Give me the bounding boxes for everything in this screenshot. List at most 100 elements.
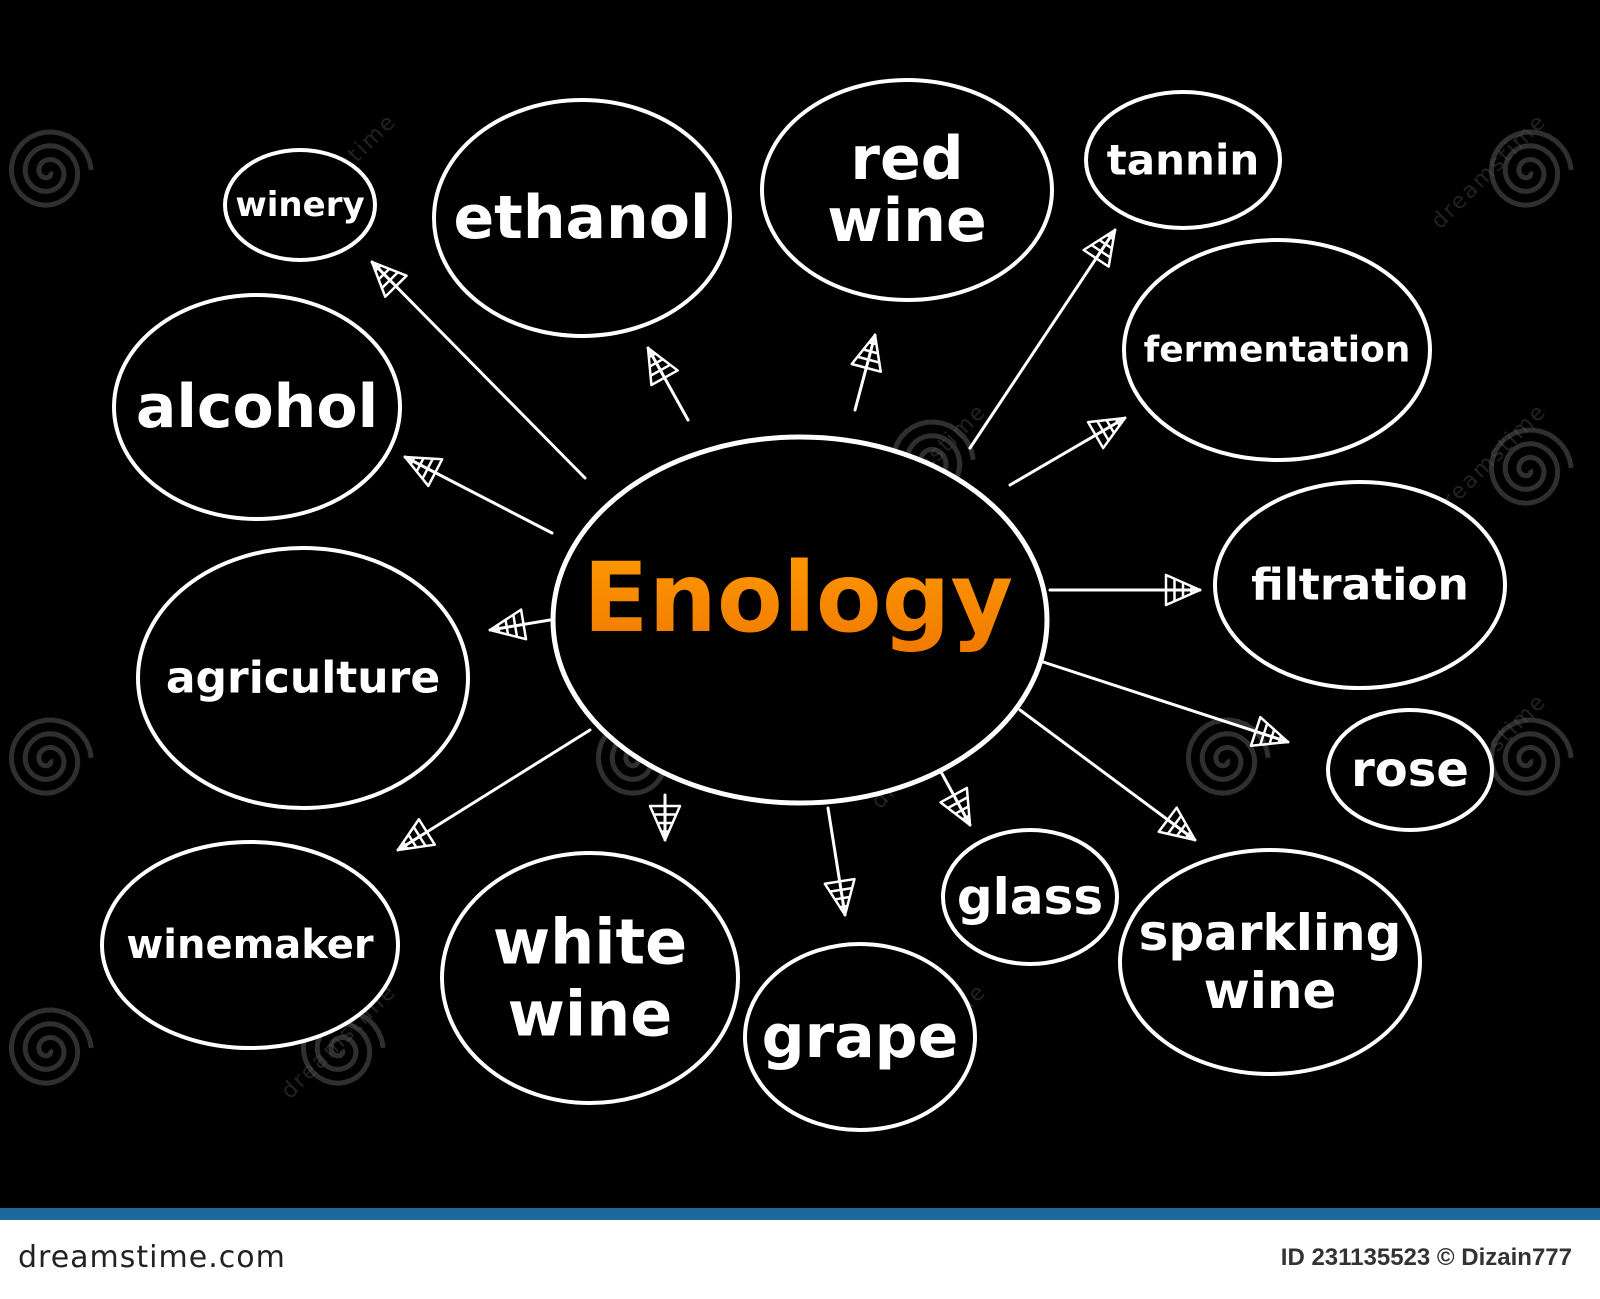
arrow-hatch — [1259, 722, 1269, 746]
node-label: rose — [1351, 742, 1469, 798]
node-label: grape — [762, 1002, 959, 1072]
footer-brand[interactable]: dreamstime.com — [18, 1240, 286, 1275]
node-label: winery — [235, 185, 364, 225]
arrow-hatch — [1277, 735, 1283, 744]
connector-winery — [370, 260, 587, 480]
node-ellipse — [440, 851, 740, 1105]
node-label: winemaker — [126, 922, 374, 968]
node-ellipse — [1326, 708, 1494, 832]
node-alcohol: alcohol — [112, 293, 402, 521]
arrow-hatch — [1175, 823, 1187, 837]
arrow-hatch — [496, 624, 501, 633]
arrow-hatch — [947, 796, 969, 810]
connector-fermentation — [1008, 416, 1127, 487]
node-rose: rose — [1326, 708, 1494, 832]
connector-alcohol — [403, 455, 554, 535]
arrow-hatch — [512, 614, 519, 638]
arrow-hatch — [1114, 418, 1121, 427]
arrow-hatch — [421, 458, 434, 480]
arrow-hatch — [1105, 419, 1116, 434]
arrow-hatch — [415, 457, 425, 473]
arrow-hatch — [377, 267, 391, 281]
node-tannin: tannin — [1084, 90, 1282, 230]
arrow-hatch — [962, 814, 970, 821]
arrow-hatch — [1098, 238, 1113, 250]
node-ellipse — [743, 942, 977, 1132]
watermark-spiral-icon — [8, 717, 94, 796]
node-label: wine — [827, 186, 986, 256]
node-ellipse — [1122, 238, 1432, 462]
watermark-spiral-icon — [8, 129, 94, 208]
connector-rose — [1035, 658, 1290, 744]
arrow-hatch — [649, 363, 671, 377]
node-label: white — [493, 906, 687, 979]
arrow-hatch — [402, 841, 409, 850]
connector-red-wine — [853, 333, 877, 412]
node-label: filtration — [1251, 560, 1469, 611]
connector-agriculture — [488, 618, 552, 632]
node-ellipse — [760, 78, 1054, 302]
arrow-hatch — [857, 355, 880, 364]
node-ellipse — [136, 546, 470, 810]
arrow-hatch — [1268, 729, 1276, 745]
arrow-hatch — [374, 264, 382, 272]
edges-layer — [370, 228, 1290, 917]
arrow-hatch — [504, 619, 510, 635]
node-ellipse — [941, 828, 1119, 966]
center-node: Enology — [550, 434, 1050, 806]
node-label: wine — [1204, 962, 1337, 1020]
watermark-spiral-icon — [1488, 129, 1574, 208]
node-ellipse — [100, 840, 400, 1050]
node-fermentation: fermentation — [1122, 238, 1432, 462]
watermark-spiral-icon — [8, 1007, 94, 1086]
arrow-hatch — [1106, 233, 1115, 241]
node-label: red — [850, 124, 963, 194]
node-ellipse — [112, 293, 402, 521]
node-ellipse — [1084, 90, 1282, 230]
mind-map-canvas: dreamstimedreamstimedreamstimedreamstime… — [8, 78, 1574, 1132]
node-agriculture: agriculture — [136, 546, 470, 810]
connector-glass — [938, 768, 972, 827]
watermark-spiral-icon — [595, 717, 681, 796]
center-ellipse — [550, 434, 1050, 806]
arrow-hatch — [1184, 831, 1192, 839]
node-ellipse — [1213, 480, 1507, 690]
node-filtration: filtration — [1213, 480, 1507, 690]
connector-ethanol — [646, 346, 690, 422]
mind-map-svg: dreamstimedreamstimedreamstimedreamstime… — [8, 78, 1574, 1132]
arrow-hatch — [381, 271, 399, 289]
watermark-spiral-icon — [1488, 427, 1574, 506]
arrow-hatch — [829, 886, 853, 893]
node-label: sparkling — [1139, 904, 1402, 962]
connector-sparkling-wine — [1018, 708, 1197, 842]
node-label: agriculture — [166, 653, 440, 704]
node-ellipse — [223, 148, 377, 262]
node-glass: glass — [941, 828, 1119, 966]
arrow-hatch — [412, 826, 427, 847]
node-winemaker: winemaker — [100, 840, 400, 1050]
footer-bar: dreamstime.com ID 231135523 © Dizain777 — [0, 1208, 1600, 1299]
node-label: tannin — [1107, 136, 1260, 185]
watermark-spiral-icon — [300, 1007, 386, 1086]
arrow-hatch — [863, 348, 879, 355]
node-winery: winery — [223, 148, 377, 262]
arrow-hatch — [1096, 420, 1110, 442]
arrow-hatch — [868, 341, 877, 346]
connector-winemaker — [396, 728, 592, 852]
arrow-hatch — [839, 904, 848, 909]
arrow-hatch — [407, 833, 418, 849]
node-label: alcohol — [136, 372, 378, 442]
arrow-hatch — [954, 805, 970, 815]
node-label: glass — [957, 868, 1103, 926]
arrow-hatch — [1166, 815, 1183, 835]
arrow-hatch — [649, 358, 664, 368]
node-ethanol: ethanol — [432, 98, 732, 338]
connector-tannin — [968, 228, 1117, 450]
node-label: fermentation — [1144, 330, 1411, 371]
node-ellipse — [432, 98, 732, 338]
node-grape: grape — [743, 942, 977, 1132]
arrow-hatch — [409, 456, 416, 465]
